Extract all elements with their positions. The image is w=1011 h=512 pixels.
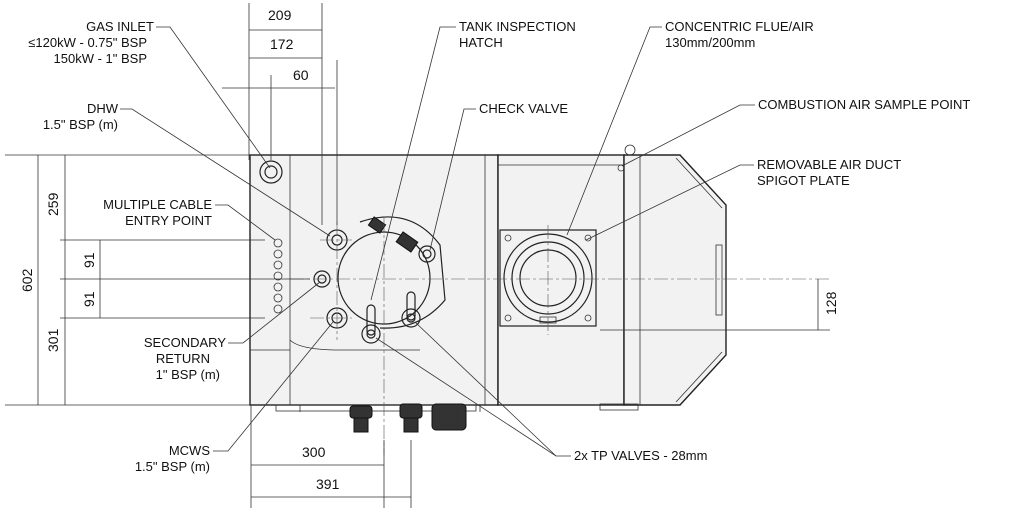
label-cable-entry-line2: ENTRY POINT [125,213,212,228]
label-check-valve: CHECK VALVE [479,101,568,116]
cable-entry-points [273,238,283,314]
label-mcws: MCWS 1.5" BSP (m) [135,443,211,474]
dim-128: 128 [823,291,839,315]
dim-60: 60 [293,67,309,83]
label-dhw-line2: 1.5" BSP (m) [43,117,118,132]
label-gas-inlet-line3: 150kW - 1" BSP [54,51,147,66]
label-dhw: DHW 1.5" BSP (m) [43,101,119,132]
dim-259: 259 [45,192,61,216]
label-air-sample-line1: COMBUSTION AIR SAMPLE POINT [758,97,970,112]
label-air-duct-line1: REMOVABLE AIR DUCT [757,157,901,172]
bottom-pipework [349,403,467,433]
dim-209: 209 [268,7,292,23]
label-gas-inlet-line1: GAS INLET [86,19,154,34]
label-flue-line1: CONCENTRIC FLUE/AIR [665,19,814,34]
dim-172: 172 [270,36,294,52]
label-gas-inlet: GAS INLET ≤120kW - 0.75" BSP 150kW - 1" … [28,19,154,66]
label-secondary-return-line1: SECONDARY [144,335,226,350]
dim-91-lower: 91 [81,291,97,307]
label-air-sample: COMBUSTION AIR SAMPLE POINT [758,97,970,112]
label-air-duct: REMOVABLE AIR DUCT SPIGOT PLATE [757,157,901,188]
leader-lines [120,26,755,457]
label-air-duct-line2: SPIGOT PLATE [757,173,850,188]
label-flue-line2: 130mm/200mm [665,35,755,50]
label-tp-valves-line1: 2x TP VALVES - 28mm [574,448,707,463]
dim-300: 300 [302,444,326,460]
label-mcws-line2: 1.5" BSP (m) [135,459,210,474]
label-secondary-return-line2: RETURN [156,351,210,366]
flue-air-unit [497,144,727,411]
dim-602: 602 [19,268,35,292]
gas-inlet-fitting [259,160,283,184]
tp-valves [361,291,421,344]
check-valve [367,216,436,263]
label-secondary-return: SECONDARY RETURN 1" BSP (m) [144,335,226,382]
dim-91-upper: 91 [81,252,97,268]
label-cable-entry-line1: MULTIPLE CABLE [103,197,212,212]
centre-lines [290,218,830,455]
label-tank-hatch-line2: HATCH [459,35,503,50]
label-gas-inlet-line2: ≤120kW - 0.75" BSP [28,35,147,50]
dim-391: 391 [316,476,340,492]
boiler-body [249,154,499,412]
label-check-valve-line1: CHECK VALVE [479,101,568,116]
label-tank-hatch-line1: TANK INSPECTION [459,19,576,34]
label-secondary-return-line3: 1" BSP (m) [156,367,220,382]
label-cable-entry: MULTIPLE CABLE ENTRY POINT [103,197,212,228]
dim-301: 301 [45,328,61,352]
label-mcws-line1: MCWS [169,443,210,458]
label-tp-valves: 2x TP VALVES - 28mm [574,448,707,463]
label-flue: CONCENTRIC FLUE/AIR 130mm/200mm [665,19,814,50]
label-tank-hatch: TANK INSPECTION HATCH [459,19,576,50]
dimension-lines [5,3,830,508]
label-dhw-line1: DHW [87,101,119,116]
